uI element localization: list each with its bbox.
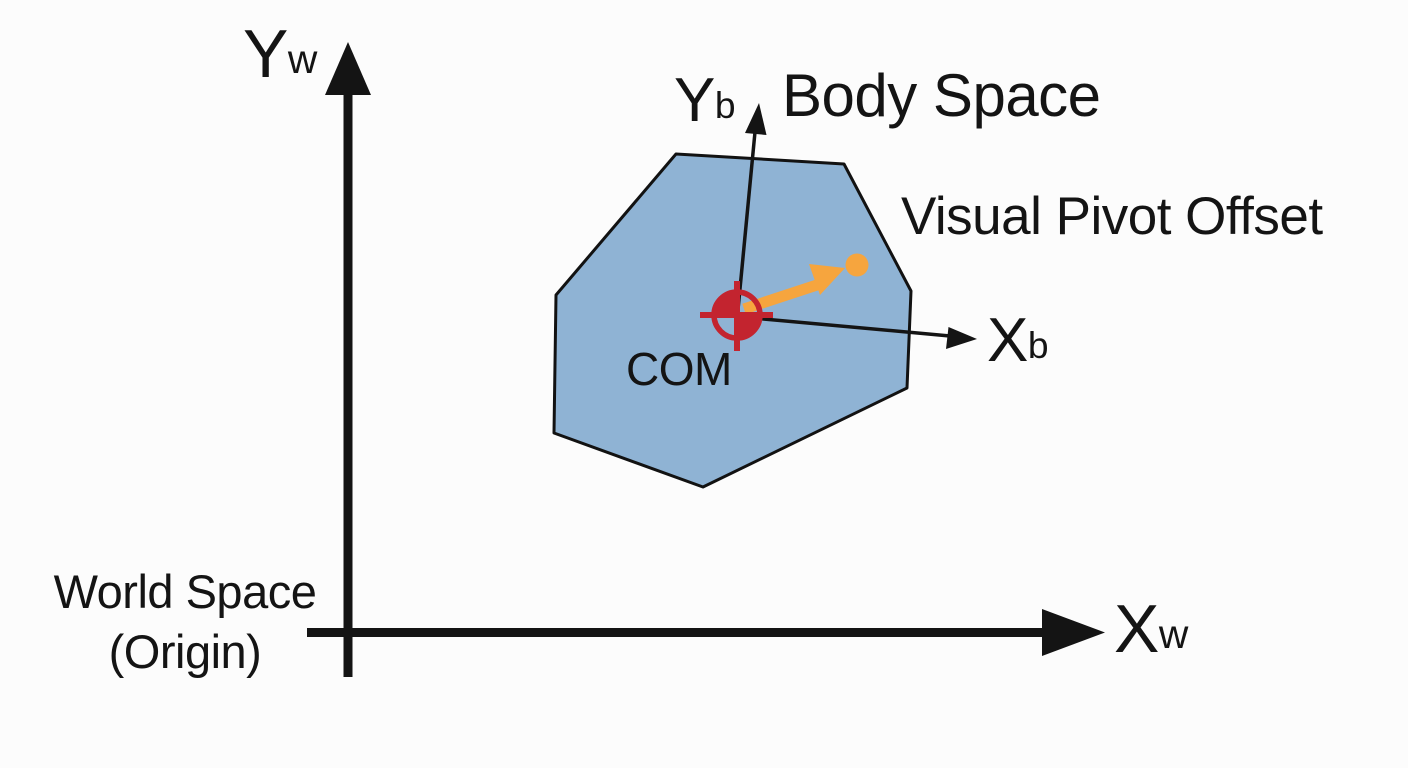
- visual-pivot-offset-label-text: Visual Pivot Offset: [901, 187, 1323, 246]
- world-origin-label-line1: World Space: [53, 565, 317, 618]
- com-marker-quadrant-topleft: [714, 292, 737, 315]
- body-x-axis-label: X b: [987, 310, 1049, 372]
- com-label-text: COM: [626, 343, 732, 395]
- world-y-axis-label: Y w: [243, 20, 317, 88]
- world-y-axis-label-sub: w: [287, 35, 318, 82]
- body-x-axis-line: [741, 315, 951, 338]
- body-y-axis-label-sub: b: [714, 84, 736, 127]
- world-origin-label-line2: (Origin): [108, 625, 262, 679]
- body-y-axis-arrowhead: [745, 103, 767, 135]
- com-marker: [700, 281, 773, 351]
- world-x-axis-label-main: X: [1114, 591, 1159, 667]
- world-x-axis-label-sub: w: [1158, 610, 1189, 657]
- visual-pivot-offset-label: Visual Pivot Offset: [901, 190, 1323, 243]
- world-axes: [307, 42, 1105, 677]
- pivot-point-dot: [845, 253, 869, 277]
- body-x-axis-label-sub: b: [1027, 324, 1049, 367]
- body-space-title: Body Space: [782, 66, 1101, 126]
- world-x-axis-arrowhead: [1042, 609, 1105, 656]
- com-marker-quadrant-bottomright: [737, 315, 760, 338]
- body-y-axis-label-main: Y: [674, 66, 715, 135]
- pivot-offset-arrowhead: [809, 264, 845, 295]
- world-x-axis-label: X w: [1114, 595, 1188, 663]
- body-space-title-text: Body Space: [782, 62, 1101, 129]
- body-polygon: [552, 152, 913, 489]
- com-label: COM: [626, 346, 732, 392]
- body-x-axis-arrowhead: [946, 327, 977, 349]
- world-y-axis-label-main: Y: [243, 16, 288, 92]
- body-y-axis-label: Y b: [674, 70, 736, 132]
- body-x-axis-label-main: X: [987, 306, 1028, 375]
- world-origin-label: World Space (Origin): [15, 562, 355, 682]
- world-y-axis-arrowhead: [325, 42, 371, 95]
